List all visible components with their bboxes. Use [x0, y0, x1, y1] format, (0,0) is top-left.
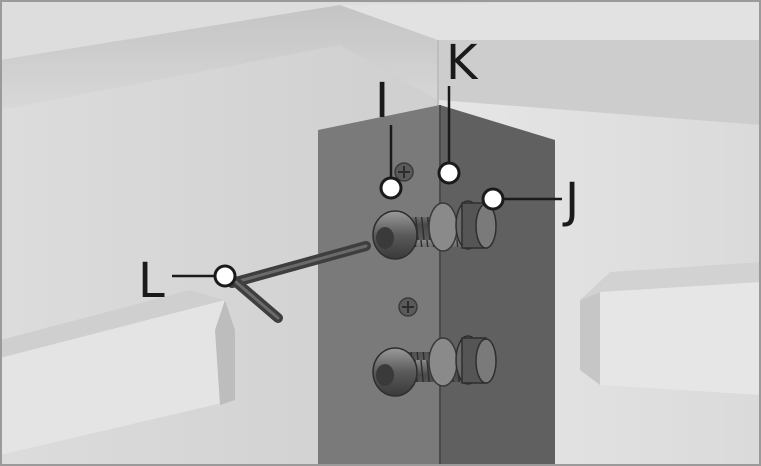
- callout-k: K: [437, 35, 479, 185]
- lower-bolt-assembly: [372, 335, 497, 397]
- upper-bolt-assembly: [372, 200, 497, 260]
- callout-k-marker: [437, 161, 461, 185]
- allen-key: [227, 241, 371, 323]
- right-runner-block: [580, 262, 761, 395]
- bracket-screw-middle: [398, 297, 418, 317]
- callout-i: I: [375, 73, 403, 200]
- callout-j: J: [481, 173, 579, 229]
- callout-j-label: J: [562, 173, 579, 229]
- callout-j-marker: [481, 187, 505, 211]
- bracket-screw-top: [394, 162, 414, 182]
- callout-l-label: L: [138, 253, 165, 309]
- callout-l-marker: [213, 264, 237, 288]
- callout-i-marker: [379, 176, 403, 200]
- callout-l: L: [138, 253, 237, 309]
- left-runner-block: [0, 290, 235, 455]
- callout-i-label: I: [375, 73, 389, 129]
- callout-k-label: K: [446, 35, 479, 91]
- corner-bracket: [318, 105, 555, 466]
